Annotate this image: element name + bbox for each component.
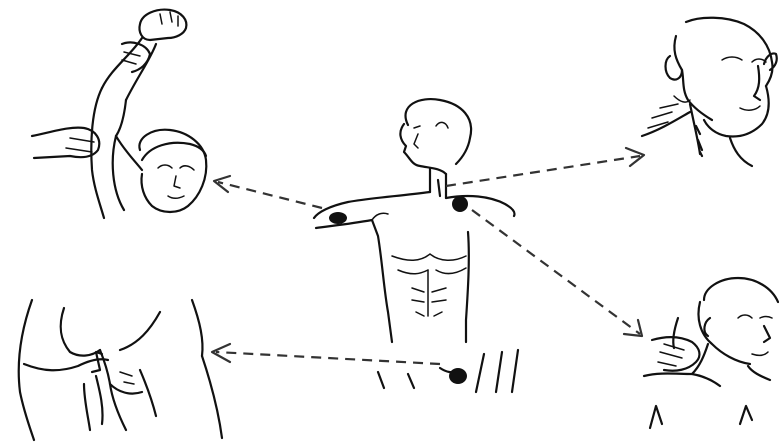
center-torso-figure	[314, 99, 518, 392]
arrow-to-bottom-left	[212, 344, 440, 364]
spot-groin	[449, 368, 467, 384]
top-right-neck-view	[642, 18, 777, 166]
spot-right-arm	[329, 212, 347, 224]
bottom-right-shoulder-palpation	[644, 278, 778, 428]
top-left-shoulder-exam	[32, 10, 206, 218]
bottom-left-groin-region	[19, 300, 222, 440]
spot-left-shoulder	[452, 196, 468, 212]
arrow-to-bottom-right	[472, 210, 642, 336]
arrow-to-top-left	[214, 176, 322, 208]
arrow-to-top-right	[446, 148, 644, 186]
